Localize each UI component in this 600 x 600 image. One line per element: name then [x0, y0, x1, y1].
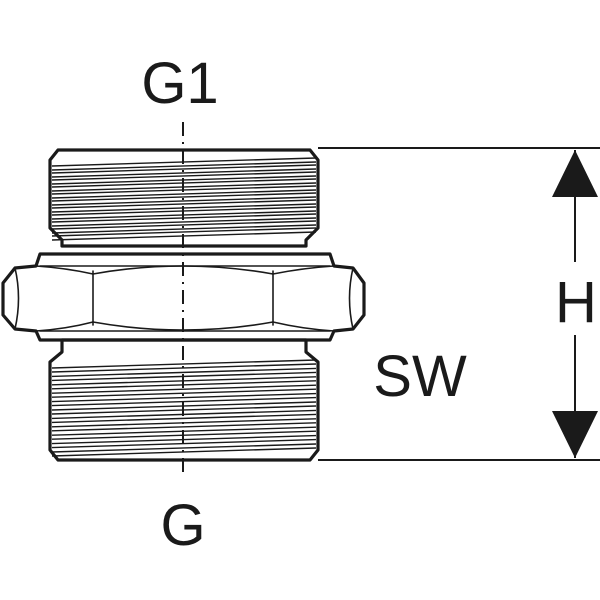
thread-line — [51, 388, 317, 398]
thread-line — [51, 409, 317, 420]
thread-line — [51, 213, 317, 223]
thread-line — [51, 189, 317, 199]
thread-line — [51, 220, 317, 230]
thread-line — [51, 438, 317, 449]
label-g1: G1 — [141, 51, 218, 116]
thread-line — [51, 199, 317, 209]
thread-line — [51, 447, 317, 457]
thread-line — [51, 224, 317, 234]
arrow-up-icon — [552, 150, 598, 197]
thread-line — [51, 430, 317, 440]
thread-line — [51, 376, 317, 386]
thread-line — [51, 182, 317, 192]
thread-line — [51, 196, 317, 206]
thread-line — [51, 175, 317, 185]
thread-line — [51, 217, 317, 227]
thread-line — [51, 396, 317, 407]
thread-line — [51, 164, 317, 174]
thread-line — [51, 384, 317, 394]
thread-line — [51, 443, 317, 453]
lower-thread-section — [48, 338, 320, 462]
thread-line — [51, 380, 317, 390]
height-dimension — [318, 147, 600, 461]
thread-line — [51, 371, 317, 382]
label-h: H — [555, 270, 597, 335]
thread-line — [51, 413, 317, 424]
hex-nut — [1, 252, 366, 342]
thread-line — [51, 405, 317, 415]
thread-line — [51, 392, 317, 403]
thread-line — [51, 422, 317, 432]
thread-line — [51, 231, 317, 241]
upper-thread-section — [48, 148, 320, 248]
thread-line — [51, 434, 317, 445]
thread-line — [51, 210, 317, 220]
thread-line — [51, 363, 317, 373]
thread-line — [51, 227, 317, 237]
thread-line — [51, 418, 317, 428]
thread-line — [51, 161, 317, 171]
thread-line — [51, 157, 317, 167]
thread-line — [51, 192, 317, 202]
thread-line — [51, 426, 317, 436]
thread-line — [51, 171, 317, 181]
thread-line — [51, 367, 317, 378]
thread-line — [51, 401, 317, 411]
thread-line — [51, 168, 317, 178]
lower-thread-lines — [51, 359, 317, 457]
label-g: G — [160, 493, 205, 558]
thread-line — [51, 185, 317, 195]
thread-line — [51, 178, 317, 188]
thread-line — [51, 206, 317, 216]
label-sw: SW — [373, 344, 467, 409]
arrow-down-icon — [552, 411, 598, 458]
thread-line — [51, 203, 317, 213]
upper-thread-lines — [51, 157, 317, 241]
thread-line — [51, 359, 317, 369]
